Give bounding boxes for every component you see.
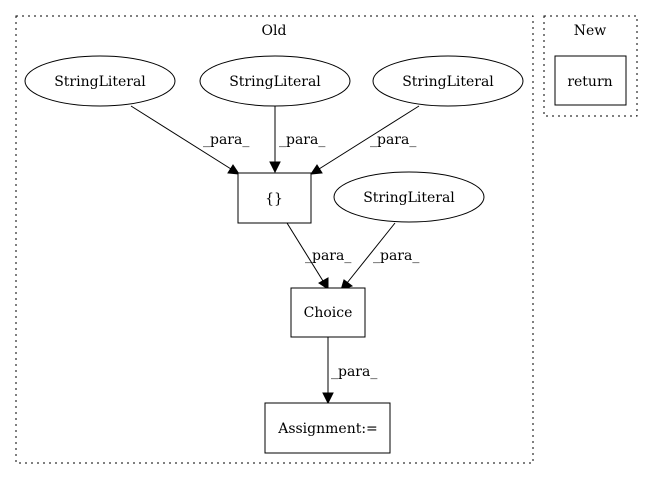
edge-sl4-choice: _para_: [340, 222, 419, 291]
node-assignment: Assignment:=: [264, 402, 391, 454]
edge-sl2-braces: _para_: [269, 106, 325, 174]
edge-braces-choice: _para_: [286, 222, 351, 290]
cluster-new: New: [543, 15, 638, 117]
cluster-old-label: Old: [262, 23, 287, 39]
node-string-literal-1: StringLiteral: [24, 55, 176, 107]
edge-label: _para_: [279, 132, 325, 148]
node-string-literal-2: StringLiteral: [199, 55, 351, 107]
edge-sl1-braces: _para_: [130, 105, 249, 175]
cluster-new-border: [543, 15, 638, 117]
edge-label: _para_: [331, 364, 377, 380]
node-label: StringLiteral: [229, 74, 321, 90]
node-label: Assignment:=: [277, 421, 378, 437]
cluster-old: Old: [15, 15, 534, 464]
node-return: return: [554, 55, 627, 106]
node-choice: Choice: [290, 287, 366, 338]
cluster-new-label: New: [574, 23, 607, 39]
node-label: StringLiteral: [363, 190, 455, 206]
edge-label: _para_: [370, 132, 416, 148]
edge-choice-assignment: _para_: [322, 337, 377, 405]
node-string-literal-4: StringLiteral: [333, 171, 485, 223]
node-label: return: [567, 74, 612, 90]
edge-label: _para_: [373, 248, 419, 264]
edge-sl3-braces: _para_: [310, 105, 420, 175]
node-label: StringLiteral: [402, 74, 494, 90]
edge-label: _para_: [305, 248, 351, 264]
node-label: StringLiteral: [54, 74, 146, 90]
edge-label: _para_: [203, 132, 249, 148]
node-braces: {}: [237, 172, 312, 224]
node-string-literal-3: StringLiteral: [372, 55, 524, 107]
node-label: {}: [265, 191, 283, 207]
node-label: Choice: [304, 305, 353, 321]
cluster-old-border: [15, 15, 534, 464]
